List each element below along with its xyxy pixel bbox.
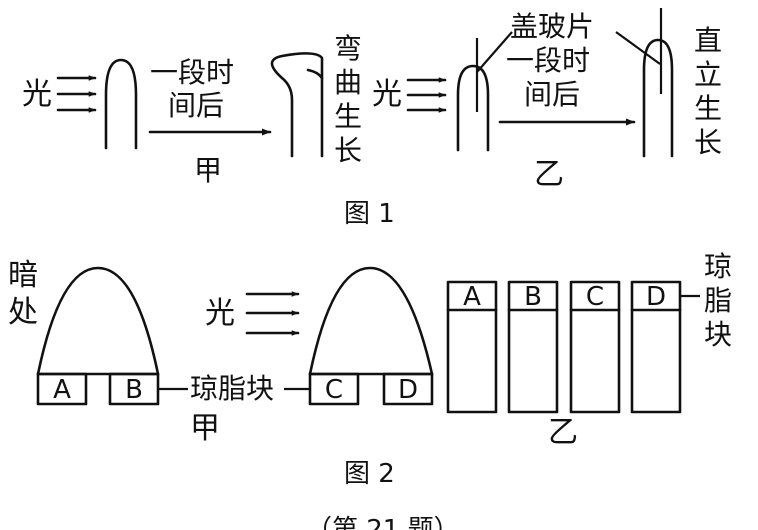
svg-text:块: 块 bbox=[704, 318, 732, 351]
svg-text:生: 生 bbox=[694, 92, 722, 125]
fig1-jia-result: 弯 曲 生 长 bbox=[334, 32, 362, 167]
fig2-dark-label-1: 暗 bbox=[8, 258, 38, 293]
svg-text:弯: 弯 bbox=[334, 32, 362, 65]
svg-text:直: 直 bbox=[694, 24, 722, 57]
svg-text:生: 生 bbox=[334, 100, 362, 133]
fig2-light-arrows bbox=[245, 291, 300, 336]
svg-text:A: A bbox=[53, 375, 71, 405]
fig1-jia-arrow-text-1: 一段时 bbox=[150, 56, 234, 89]
svg-text:D: D bbox=[646, 282, 666, 312]
fig1-caption: 图 1 bbox=[344, 199, 395, 229]
svg-text:A: A bbox=[463, 282, 481, 312]
fig1-light-label-yi: 光 bbox=[372, 77, 402, 112]
svg-text:立: 立 bbox=[694, 58, 722, 91]
fig1-light-label-jia: 光 bbox=[22, 77, 52, 112]
fig2-box-C: C bbox=[569, 280, 621, 414]
coleoptile-jia-bent bbox=[270, 52, 324, 158]
coleoptile-yi-straight bbox=[642, 38, 674, 158]
fig2-dark-label-2: 处 bbox=[8, 295, 38, 330]
question-number: （第 21 题） bbox=[306, 515, 460, 530]
cover-slip-pointer-1 bbox=[476, 31, 513, 73]
agar-block-B: B bbox=[108, 372, 160, 406]
fig2-box-D: D bbox=[630, 280, 682, 414]
coleoptile-tip-light bbox=[308, 266, 434, 376]
svg-text:B: B bbox=[524, 282, 542, 312]
fig1-yi-label: 乙 bbox=[534, 157, 564, 192]
agar-block-D: D bbox=[382, 372, 434, 406]
agar-block-C: C bbox=[308, 372, 360, 406]
svg-text:脂: 脂 bbox=[704, 284, 732, 317]
fig1-jia-label: 甲 bbox=[194, 154, 222, 187]
cover-slip-pointer-2 bbox=[615, 31, 661, 65]
fig2-box-A: A bbox=[446, 280, 498, 414]
fig2-agar-label: 琼脂块 bbox=[190, 372, 274, 405]
fig2-caption: 图 2 bbox=[344, 459, 395, 489]
svg-text:长: 长 bbox=[694, 126, 722, 159]
svg-text:C: C bbox=[586, 282, 604, 312]
fig1-yi-arrow-text-1: 一段时 bbox=[506, 44, 590, 77]
fig2-box-B: B bbox=[507, 280, 559, 414]
fig1-light-arrows-jia bbox=[56, 75, 97, 113]
svg-text:D: D bbox=[398, 375, 418, 405]
fig1-yi-arrow-text-2: 间后 bbox=[524, 78, 580, 111]
coleoptile-tip-dark bbox=[36, 266, 160, 376]
fig2-agar-vertical-label: 琼 脂 块 bbox=[704, 250, 732, 351]
fig2-jia-label: 甲 bbox=[190, 411, 220, 446]
svg-text:C: C bbox=[325, 375, 343, 405]
svg-text:曲: 曲 bbox=[334, 66, 362, 99]
coleoptile-yi-before bbox=[456, 64, 490, 152]
fig1-yi-result: 直 立 生 长 bbox=[694, 24, 722, 159]
fig1-jia-arrow-text-2: 间后 bbox=[168, 89, 224, 122]
agar-block-A: A bbox=[36, 372, 88, 406]
svg-text:琼: 琼 bbox=[704, 250, 732, 283]
svg-text:长: 长 bbox=[334, 134, 362, 167]
fig1-cover-label: 盖玻片 bbox=[510, 10, 594, 43]
figure-2: 暗 处 A B 琼脂块 甲 光 C bbox=[8, 250, 732, 489]
fig2-yi-label: 乙 bbox=[548, 415, 578, 450]
figure-1: 光 一段时 间后 甲 弯 曲 生 长 光 盖玻片 一段时 间后 bbox=[22, 8, 722, 229]
coleoptile-jia-before bbox=[104, 58, 138, 150]
fig1-light-arrows-yi bbox=[406, 77, 447, 113]
svg-text:B: B bbox=[125, 375, 143, 405]
fig2-light-label: 光 bbox=[205, 296, 235, 331]
